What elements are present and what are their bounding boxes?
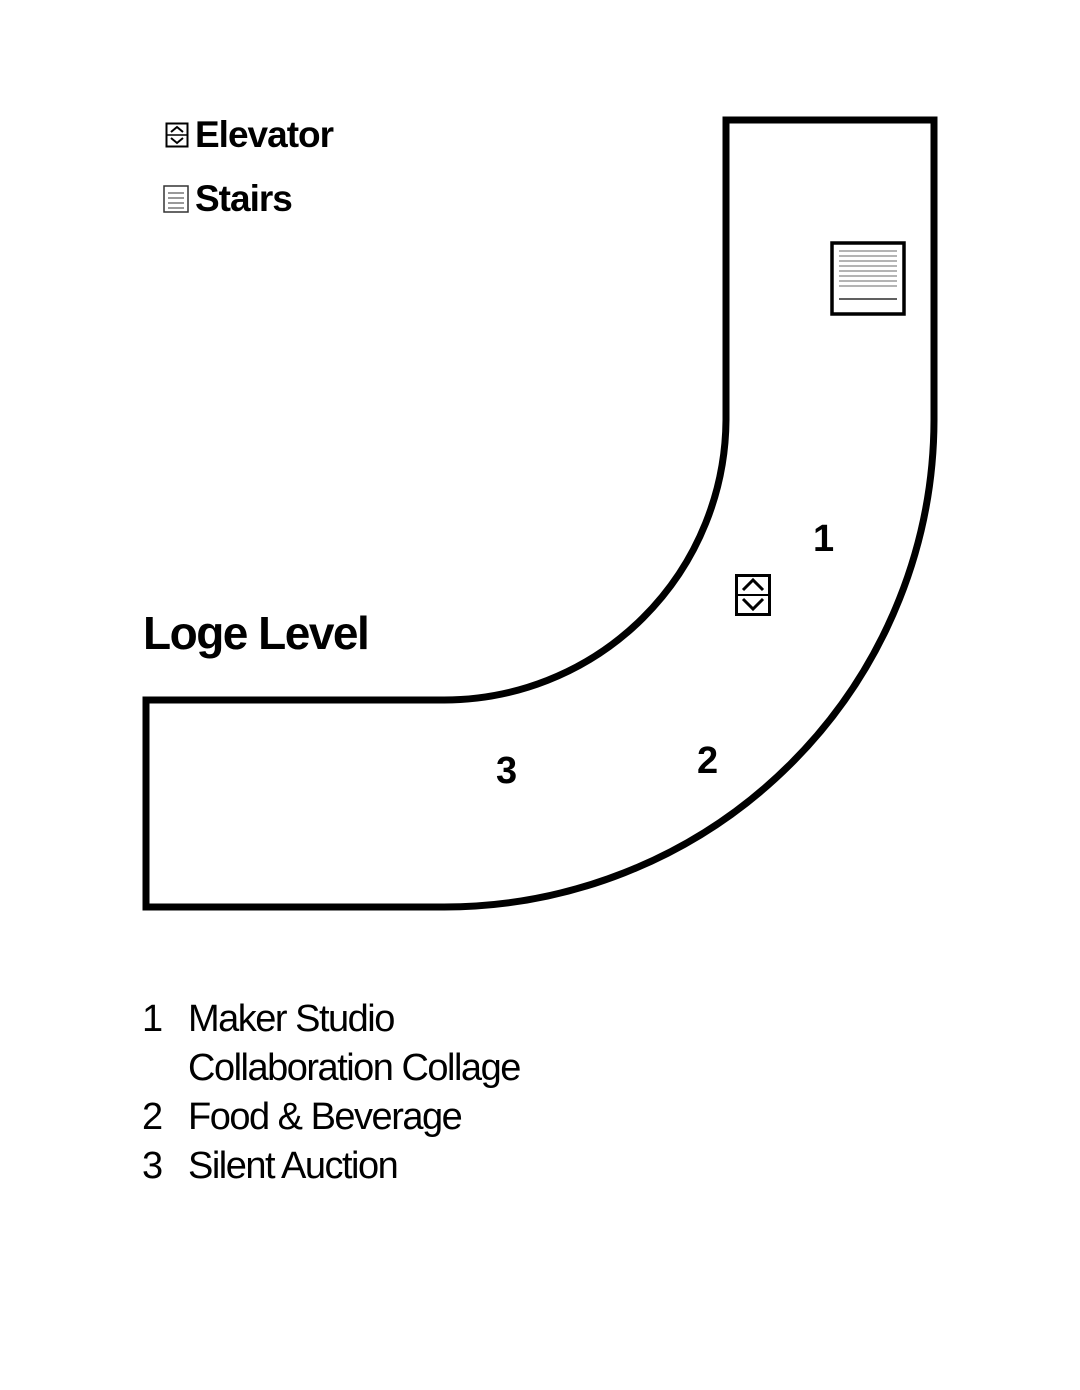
key-number: 1	[142, 998, 163, 1040]
key-number: 2	[142, 1096, 163, 1138]
key-item: 3 Silent Auction	[142, 1142, 520, 1191]
legend-label: Stairs	[195, 178, 293, 219]
elevator-icon	[165, 122, 189, 147]
zone-marker-2: 2	[697, 740, 719, 782]
legend-label: Elevator	[195, 114, 334, 155]
key-number: 3	[142, 1145, 163, 1187]
key-item: 2 Food & Beverage	[142, 1093, 520, 1142]
stairs-icon	[830, 241, 906, 316]
stairs-icon	[163, 184, 189, 213]
zone-marker-3: 3	[496, 750, 518, 792]
zone-marker-1: 1	[813, 518, 835, 560]
key-item: 1 Maker Studio Collaboration Collage	[142, 995, 521, 1093]
key-label: Maker Studio	[188, 998, 395, 1040]
legend-stairs: Stairs	[163, 178, 293, 219]
floor-outline	[142, 116, 938, 911]
zone-key: 1 Maker Studio Collaboration Collage 2 F…	[142, 995, 521, 1191]
legend-elevator: Elevator	[165, 114, 334, 155]
key-label: Silent Auction	[188, 1145, 399, 1187]
key-label: Food & Beverage	[188, 1096, 463, 1138]
key-label: Collaboration Collage	[188, 1047, 521, 1089]
elevator-icon	[735, 574, 771, 616]
level-title: Loge Level	[143, 607, 370, 659]
